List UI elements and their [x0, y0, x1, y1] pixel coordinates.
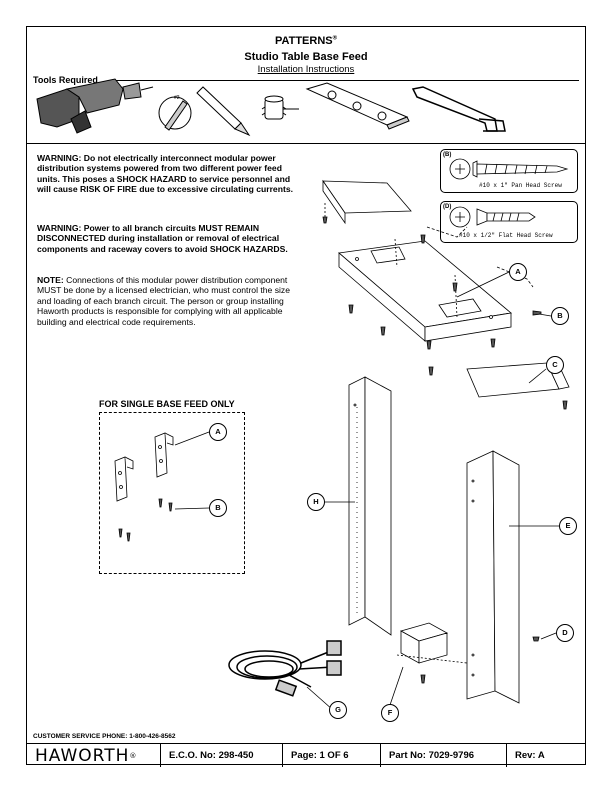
power-cord-g: [228, 640, 342, 697]
eco-number: E.C.O. No: 298-450: [161, 744, 283, 767]
leader-lines: [174, 271, 559, 711]
revision: Rev: A: [515, 750, 545, 761]
template-icon: [305, 82, 410, 130]
mounting-plate: [322, 179, 412, 225]
callout-e: E: [559, 517, 577, 535]
flat-head-screw-icon: [449, 206, 536, 228]
tools-rule: [109, 80, 579, 81]
base-screws: [348, 234, 542, 376]
screw-d-caption: #10 x 1/2" Flat Head Screw: [459, 232, 553, 239]
tools-divider: [27, 143, 585, 144]
callout-b: B: [551, 307, 569, 325]
single-feed-bracket: [114, 432, 174, 542]
hole-saw-icon: [261, 95, 299, 120]
exploded-assembly-drawing: [114, 158, 570, 711]
phillips-bit-icon: [158, 96, 192, 131]
callout-b-single: B: [209, 499, 227, 517]
post-h: [348, 376, 392, 636]
part-number: Part No: 7029-9796: [381, 744, 507, 767]
base-plate-a: [338, 226, 534, 342]
callout-c: C: [546, 356, 564, 374]
callout-f: F: [381, 704, 399, 722]
document-subtitle: Installation Instructions: [257, 64, 355, 75]
screw-b-caption: #10 x 1" Pan Head Screw: [479, 182, 562, 189]
installation-note: NOTE: Connections of this modular power …: [37, 275, 291, 327]
document-title: Studio Table Base Feed: [244, 51, 368, 63]
pencil-icon: [196, 86, 251, 137]
tools-required-label: Tools Required: [33, 75, 98, 85]
pan-head-screw-icon: [449, 158, 569, 180]
bracket-f: [396, 622, 468, 684]
single-feed-box: [99, 412, 245, 574]
single-feed-label: FOR SINGLE BASE FEED ONLY: [99, 399, 235, 409]
title-block: HAWORTH® E.C.O. No: 298-450 Page: 1 OF 6…: [27, 743, 585, 767]
warning-interconnect: WARNING: Do not electrically interconnec…: [37, 153, 293, 195]
hacksaw-icon: [411, 86, 506, 132]
tools-illustration: #2: [36, 78, 506, 137]
customer-service-phone: CUSTOMER SERVICE PHONE: 1-800-426-8562: [33, 733, 176, 740]
post-e: [466, 450, 520, 704]
page-number: Page: 1 OF 6: [283, 744, 381, 767]
callout-g: G: [329, 701, 347, 719]
brand-title: PATTERNS®: [274, 35, 338, 47]
haworth-logo: HAWORTH®: [27, 744, 161, 767]
drill-icon: [36, 78, 154, 134]
bit-size-label: #2: [174, 95, 180, 101]
screw-d-tag: (D): [443, 204, 452, 210]
page-frame: PATTERNS® Studio Table Base Feed Install…: [26, 26, 586, 767]
warning-disconnect: WARNING: Power to all branch circuits MU…: [37, 223, 288, 254]
callout-d: D: [556, 624, 574, 642]
callout-a: A: [509, 263, 527, 281]
screw-b-tag: (B): [443, 152, 452, 158]
callout-a-single: A: [209, 423, 227, 441]
callout-h: H: [307, 493, 325, 511]
